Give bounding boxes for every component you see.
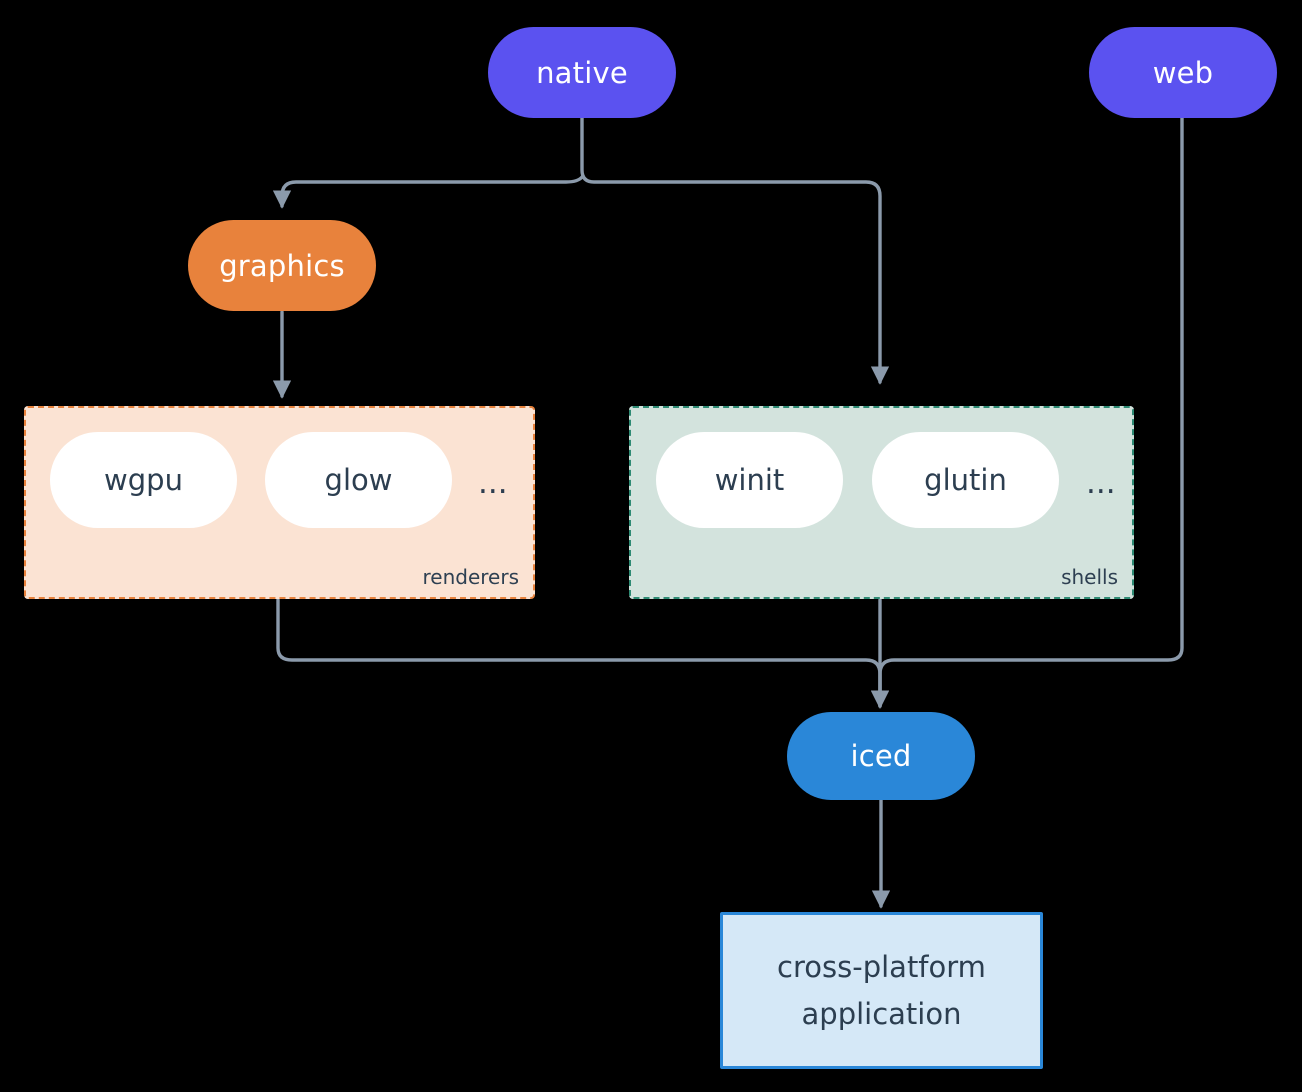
group-renderers-label: renderers <box>422 565 520 589</box>
node-native-label: native <box>536 55 628 90</box>
chip-glow-label: glow <box>324 463 393 497</box>
node-iced[interactable]: iced <box>787 712 975 800</box>
application-label-line2: application <box>801 996 962 1031</box>
chip-winit[interactable]: winit <box>656 432 843 528</box>
edge-web-iced <box>870 116 1184 709</box>
node-graphics[interactable]: graphics <box>188 220 376 311</box>
node-iced-label: iced <box>850 739 912 773</box>
chip-winit-label: winit <box>714 463 785 497</box>
renderers-overflow-ellipsis: ... <box>478 465 508 501</box>
group-shells-label: shells <box>1061 565 1118 589</box>
application-label-line1: cross-platform <box>777 950 986 985</box>
edge-native-graphics <box>272 175 584 209</box>
chip-glow[interactable]: glow <box>265 432 452 528</box>
chip-wgpu[interactable]: wgpu <box>50 432 237 528</box>
node-web-label: web <box>1152 55 1214 90</box>
chip-wgpu-label: wgpu <box>104 463 183 497</box>
node-graphics-label: graphics <box>219 248 345 283</box>
node-web[interactable]: web <box>1089 27 1277 118</box>
chip-glutin-label: glutin <box>924 463 1007 497</box>
chip-glutin[interactable]: glutin <box>872 432 1059 528</box>
node-native[interactable]: native <box>488 27 676 118</box>
shells-overflow-ellipsis: ... <box>1086 465 1116 501</box>
edge-native-split <box>580 116 890 385</box>
edge-renderers-iced <box>276 598 890 709</box>
node-cross-platform-application[interactable]: cross-platform application <box>720 912 1043 1069</box>
